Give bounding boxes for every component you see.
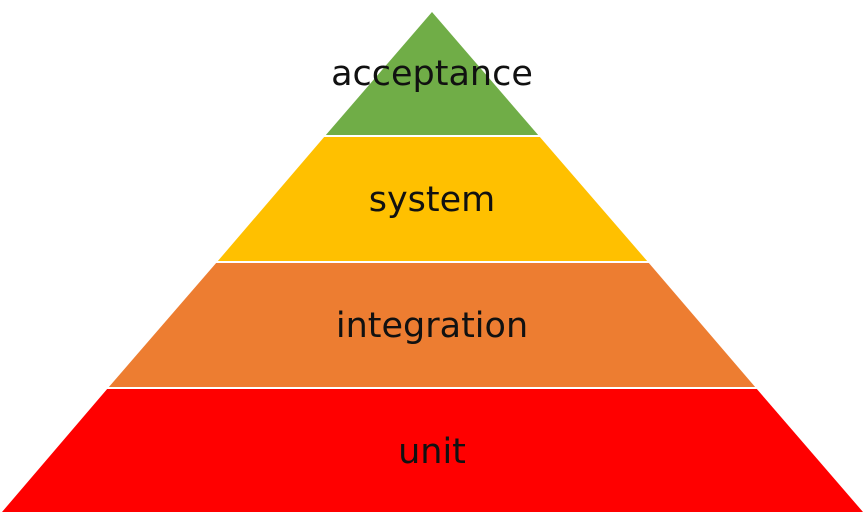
pyramid-layer-integration	[108, 262, 756, 388]
layer-label-integration: integration	[336, 306, 528, 346]
layer-label-unit: unit	[398, 432, 466, 472]
pyramid-layer-acceptance	[325, 12, 539, 136]
layer-label-system: system	[369, 180, 496, 220]
pyramid-layer-system	[217, 136, 648, 262]
pyramid-layer-unit	[2, 388, 863, 512]
layer-label-acceptance: acceptance	[331, 54, 533, 94]
